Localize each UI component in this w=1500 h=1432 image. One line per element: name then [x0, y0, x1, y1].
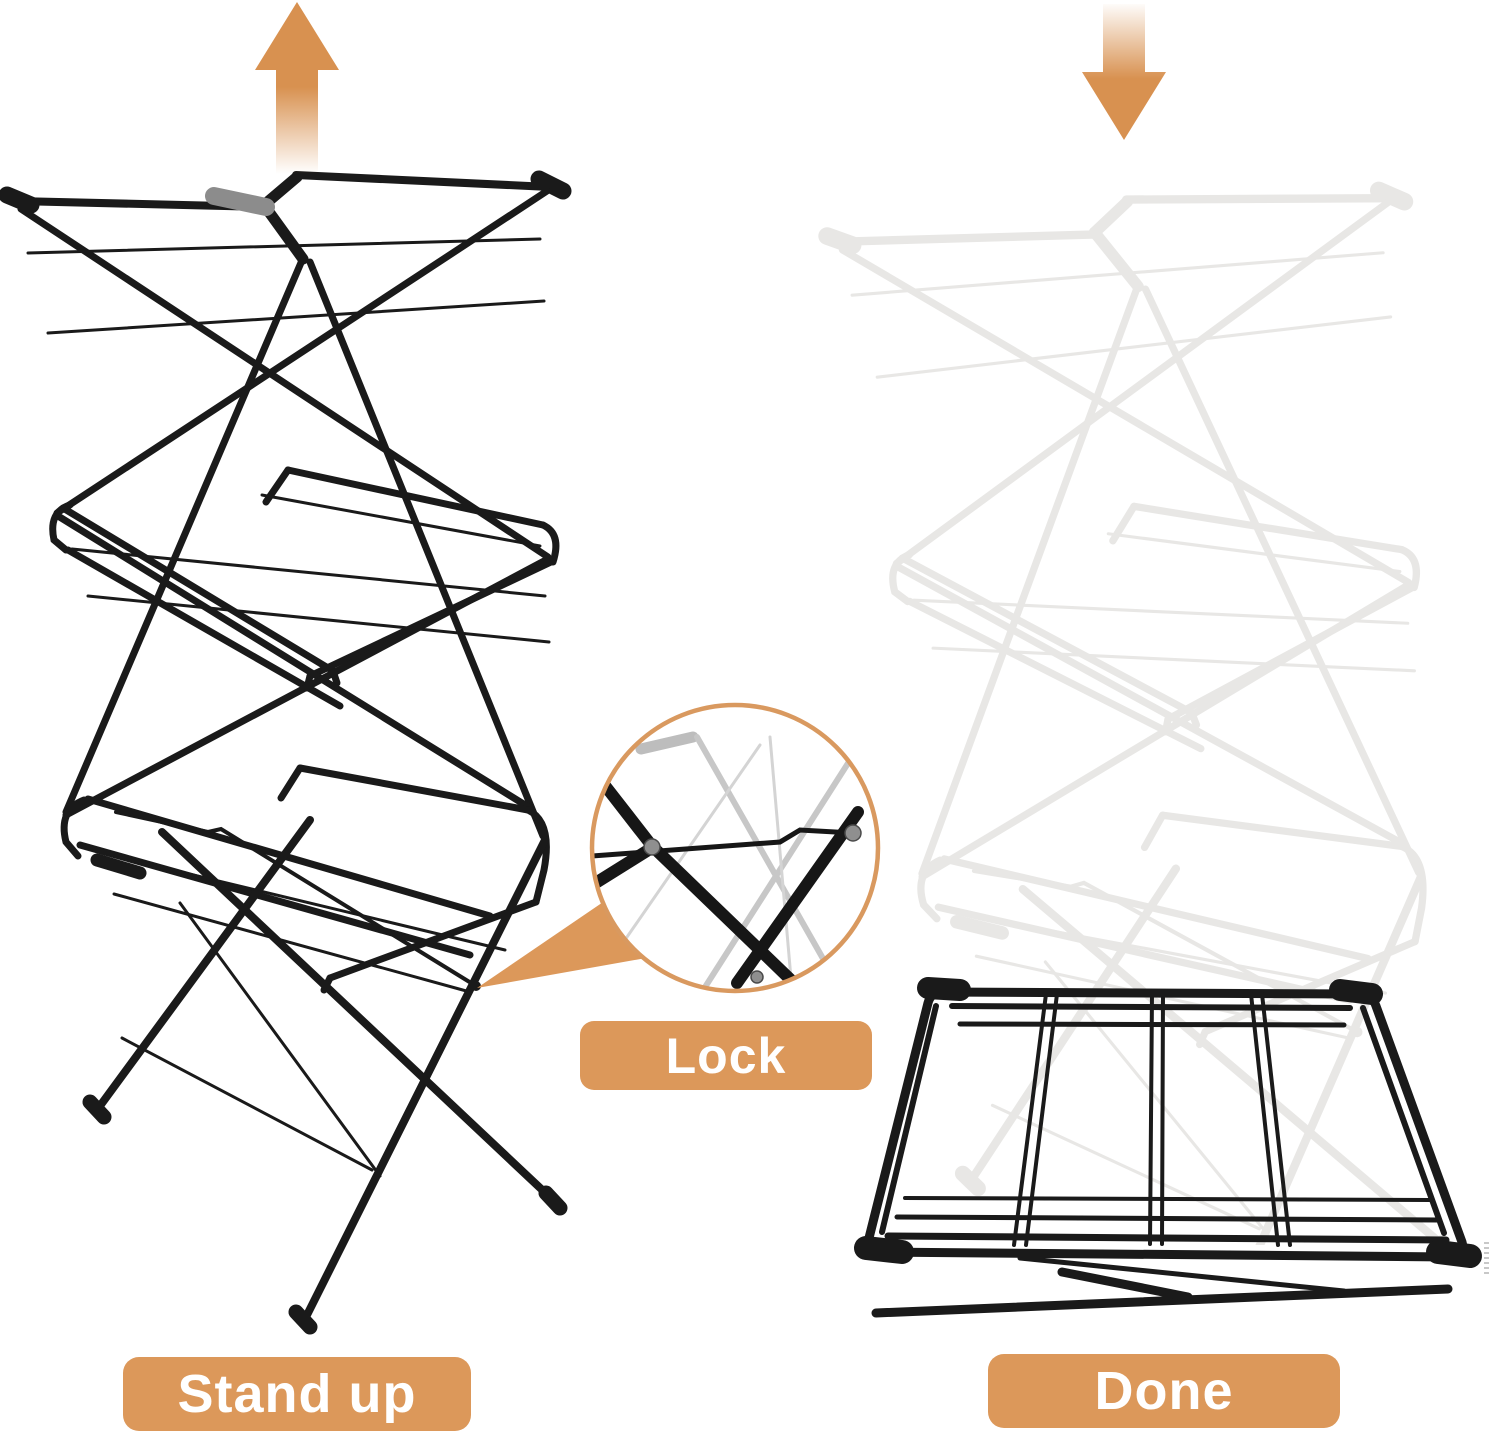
stand-up-step-label: Stand up: [123, 1357, 471, 1431]
hinge-sleeve: [205, 187, 275, 216]
done-step-label: Done: [988, 1354, 1340, 1428]
rack-standing: [7, 175, 563, 1327]
watermark-text-illegible: [1484, 1242, 1489, 1276]
callout-ring: [589, 702, 881, 994]
rack-ghost-standing: [826, 185, 1466, 1412]
callout-pointer-triangle-icon: [477, 896, 646, 988]
rack-folded-flat: [854, 977, 1482, 1318]
zoom-detail-circle-icon: [589, 702, 881, 994]
arrow-up-icon: [255, 2, 339, 174]
arrow-down-icon: [1082, 4, 1166, 140]
lock-step-label: Lock: [580, 1021, 872, 1090]
